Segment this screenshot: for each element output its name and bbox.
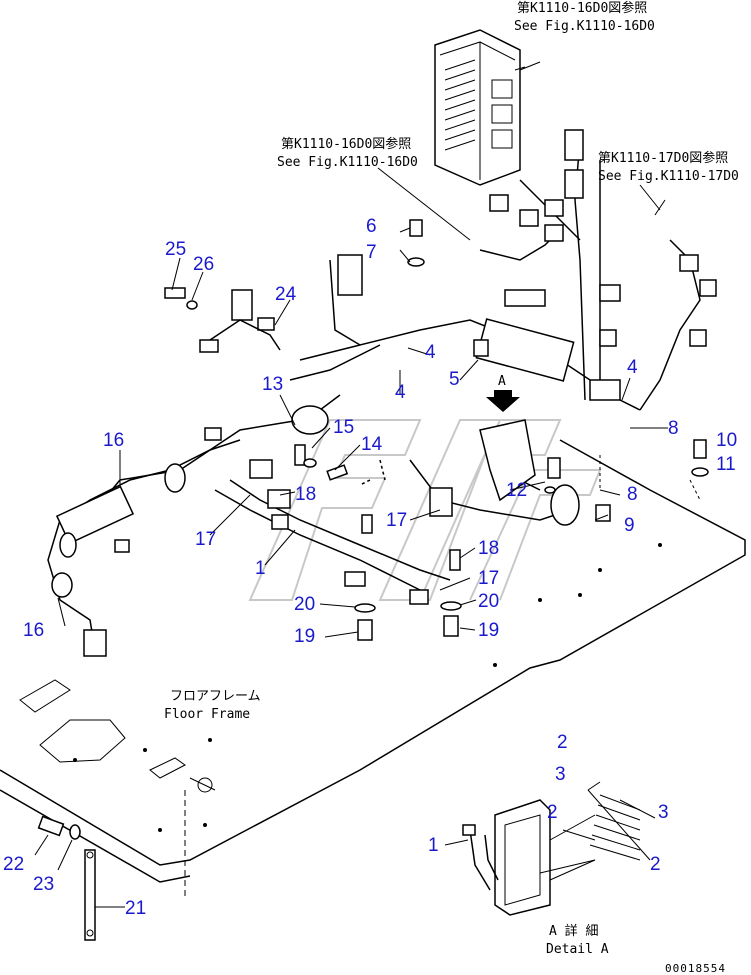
detail-title-jp: A 詳 細 bbox=[549, 923, 598, 939]
detail-a-arrow: A bbox=[486, 374, 520, 412]
callout-4a: 4 bbox=[425, 342, 436, 363]
callout-20a: 20 bbox=[294, 594, 315, 615]
detail-a-arrow-label: A bbox=[498, 374, 506, 389]
callout-25: 25 bbox=[165, 239, 186, 260]
ref-controller-jp: 第K1110-16D0図参照 bbox=[517, 0, 647, 16]
callout-13: 13 bbox=[262, 374, 283, 395]
callout-11: 11 bbox=[716, 454, 736, 475]
callout-18b: 18 bbox=[478, 538, 499, 559]
controller-unit bbox=[434, 29, 541, 186]
callout-2b: 2 bbox=[547, 802, 558, 823]
callout-16a: 16 bbox=[103, 430, 124, 451]
callout-9: 9 bbox=[624, 515, 635, 536]
callout-10: 10 bbox=[716, 430, 737, 451]
callout-1: 1 bbox=[255, 558, 266, 579]
callout-5: 5 bbox=[449, 369, 460, 390]
callout-4b: 4 bbox=[395, 382, 406, 403]
callout-2c: 2 bbox=[650, 854, 661, 875]
ref-harness-mid-en: See Fig.K1110-16D0 bbox=[277, 155, 418, 170]
detail-a-inset bbox=[462, 781, 656, 916]
callout-23: 23 bbox=[33, 874, 54, 895]
callout-14: 14 bbox=[361, 434, 383, 455]
callout-16b: 16 bbox=[23, 620, 44, 641]
callout-20b: 20 bbox=[478, 591, 499, 612]
drawing-number: 00018554 bbox=[665, 962, 726, 975]
callout-17b: 17 bbox=[386, 510, 407, 531]
callout-8a: 8 bbox=[668, 418, 679, 439]
callout-17a: 17 bbox=[195, 529, 216, 550]
callout-19b: 19 bbox=[478, 620, 499, 641]
callout-3a: 3 bbox=[555, 764, 566, 785]
callout-8b: 8 bbox=[627, 484, 638, 505]
callout-1b: 1 bbox=[428, 835, 439, 856]
callout-19a: 19 bbox=[294, 626, 315, 647]
callout-21: 21 bbox=[125, 898, 146, 919]
upper-harness bbox=[199, 129, 717, 411]
detail-title-en: Detail A bbox=[546, 942, 609, 957]
floor-frame-label-jp: フロアフレーム bbox=[170, 689, 261, 704]
fasteners bbox=[37, 219, 709, 941]
callout-7: 7 bbox=[366, 242, 377, 263]
callout-4c: 4 bbox=[627, 357, 638, 378]
callout-22: 22 bbox=[3, 854, 24, 875]
ref-harness-mid-jp: 第K1110-16D0図参照 bbox=[281, 136, 411, 152]
callout-12: 12 bbox=[506, 480, 527, 501]
callout-24: 24 bbox=[275, 284, 297, 305]
ref-harness-right-en: See Fig.K1110-17D0 bbox=[598, 169, 739, 184]
callout-2a: 2 bbox=[557, 732, 568, 753]
main-harness bbox=[47, 339, 611, 657]
callout-15: 15 bbox=[333, 417, 354, 438]
leader-lines bbox=[34, 66, 668, 908]
ref-controller-en: See Fig.K1110-16D0 bbox=[514, 19, 655, 34]
callout-17c: 17 bbox=[478, 568, 499, 589]
callout-3b: 3 bbox=[658, 802, 669, 823]
callout-26: 26 bbox=[193, 254, 214, 275]
callout-6: 6 bbox=[366, 216, 377, 237]
ref-harness-right-jp: 第K1110-17D0図参照 bbox=[598, 150, 728, 166]
floor-frame-label-en: Floor Frame bbox=[164, 707, 250, 722]
callout-18a: 18 bbox=[295, 484, 316, 505]
callout-numbers: 25 26 24 6 7 4 4 4 5 13 16 15 14 18 17 1… bbox=[3, 216, 737, 919]
